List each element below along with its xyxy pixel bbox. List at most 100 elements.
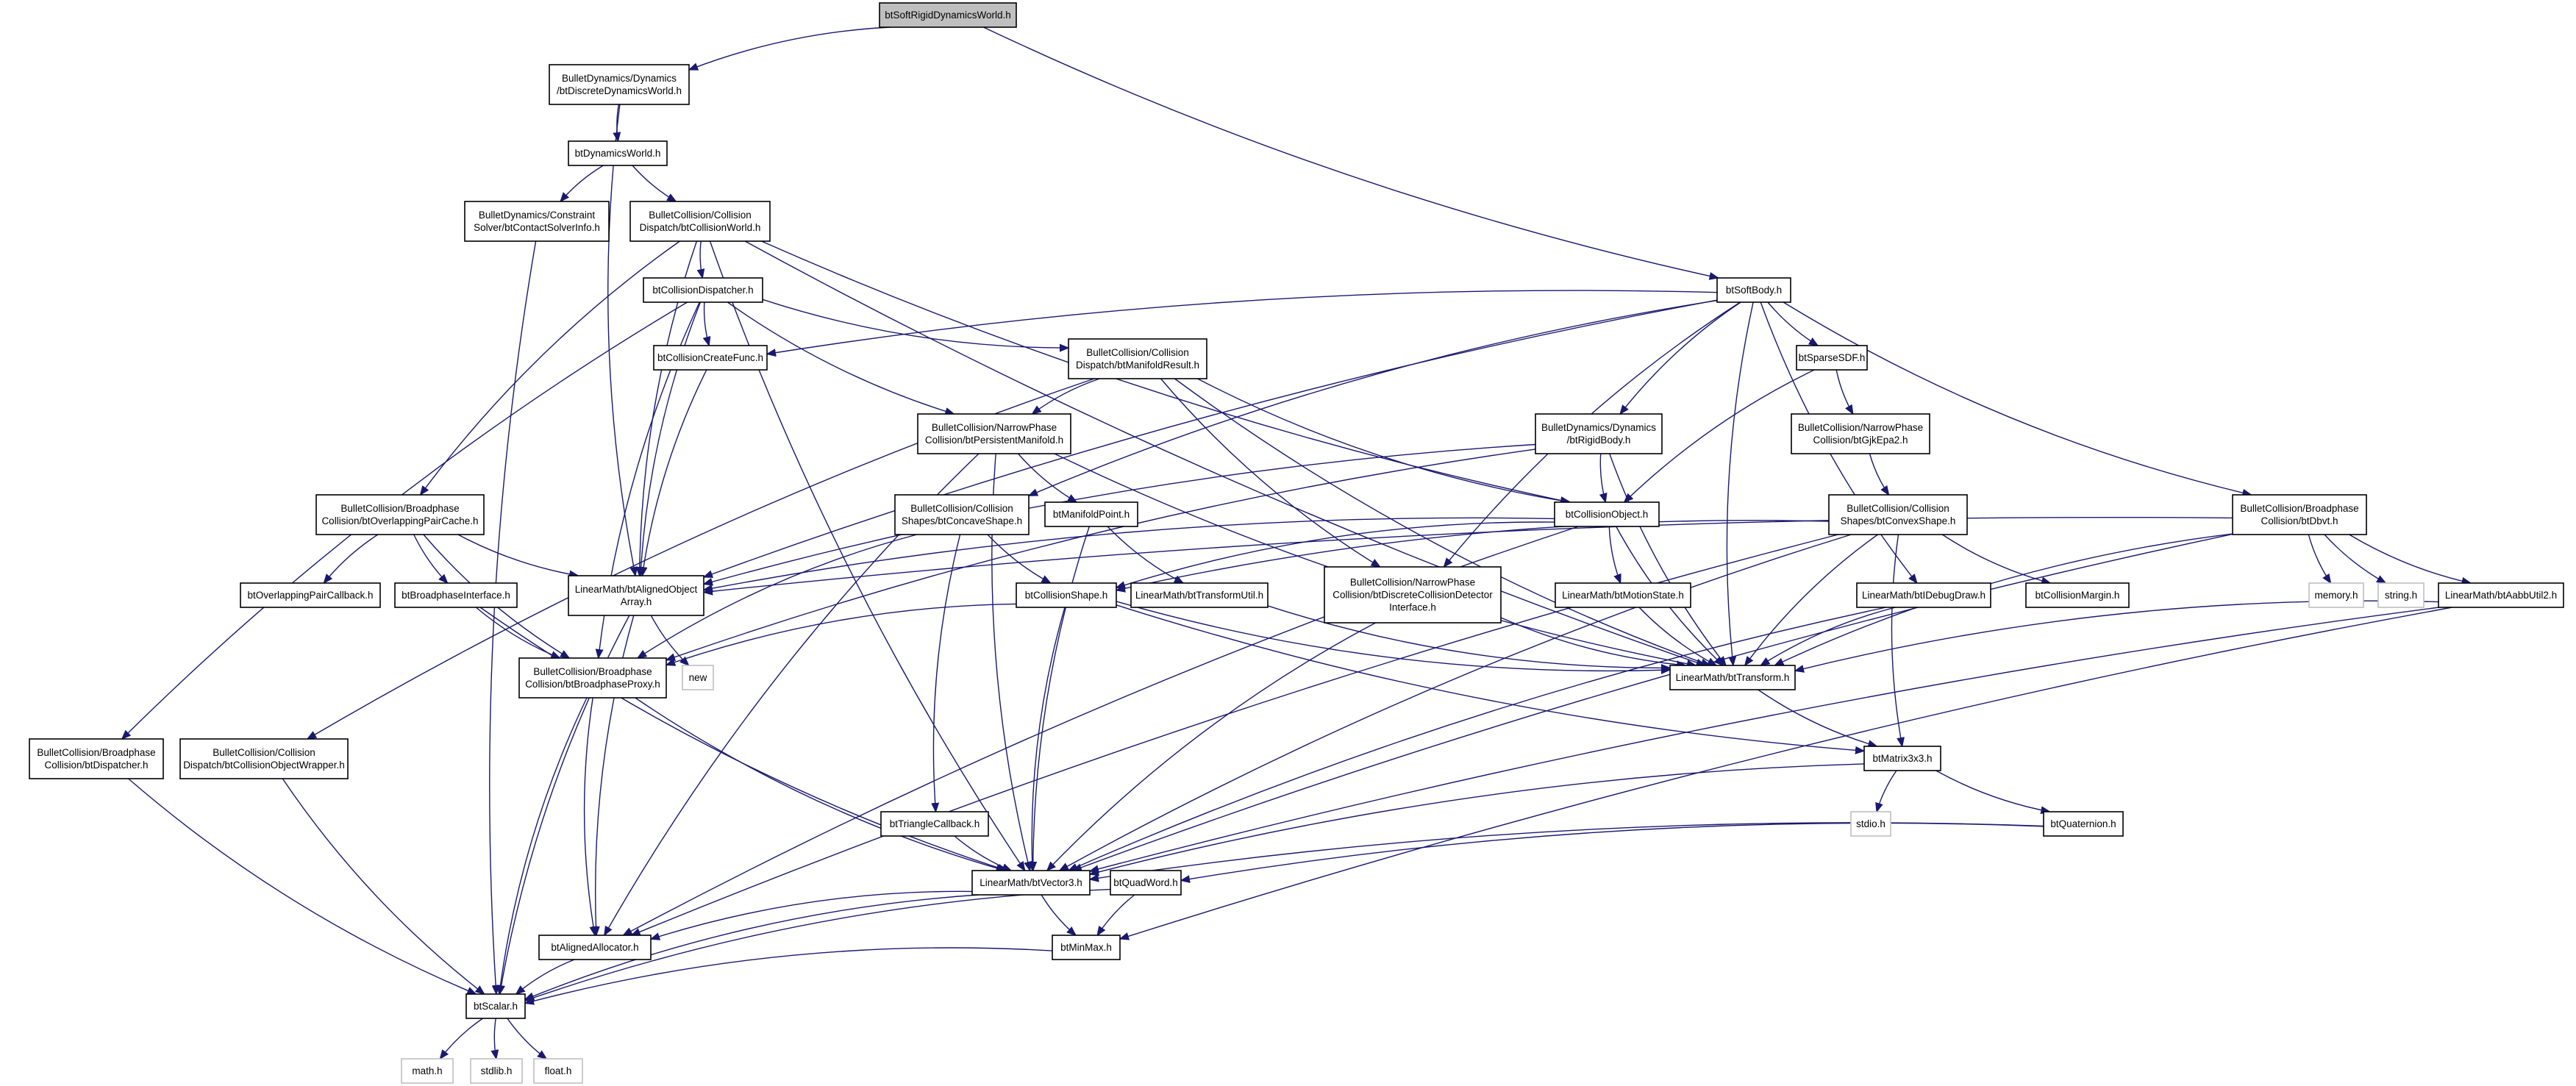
- header-nodes: btSoftRigidDynamicsWorld.hBulletDynamics…: [29, 2, 2564, 1084]
- node-box: [568, 140, 668, 166]
- node-box: [1555, 582, 1691, 608]
- node-discrete[interactable]: BulletDynamics/Dynamics/btDiscreteDynami…: [549, 64, 690, 105]
- edge-dbvt-to-memory: [2308, 534, 2330, 583]
- node-label: btQuadWord.h: [1113, 877, 1178, 888]
- node-string[interactable]: string.h: [2377, 582, 2425, 608]
- node-dynworld[interactable]: btDynamicsWorld.h: [568, 140, 668, 166]
- node-collisionshape[interactable]: btCollisionShape.h: [1016, 582, 1117, 608]
- node-discretecollisiondetector[interactable]: BulletCollision/NarrowPhaseCollision/btD…: [1324, 566, 1502, 624]
- node-gjkepa2[interactable]: BulletCollision/NarrowPhaseCollision/btG…: [1791, 413, 1930, 454]
- edge-softrigid-to-discrete: [689, 26, 891, 70]
- dependency-edges: [122, 26, 2471, 1059]
- node-label: BulletCollision/Broadphase: [37, 747, 155, 758]
- node-vector3[interactable]: LinearMath/btVector3.h: [971, 870, 1091, 896]
- node-manifoldresult[interactable]: BulletCollision/CollisionDispatch/btMani…: [1068, 338, 1207, 379]
- node-box: [2025, 582, 2130, 608]
- node-quaternion[interactable]: btQuaternion.h: [2043, 811, 2124, 837]
- node-box: [240, 582, 381, 608]
- node-idebugdraw[interactable]: LinearMath/btIDebugDraw.h: [1856, 582, 1991, 608]
- node-label: btMinMax.h: [1060, 942, 1112, 953]
- node-label: btScalar.h: [474, 1001, 518, 1012]
- node-dispatcher[interactable]: BulletCollision/BroadphaseCollision/btDi…: [29, 738, 164, 779]
- node-box: [879, 2, 1017, 28]
- node-transform[interactable]: LinearMath/btTransform.h: [1669, 665, 1796, 690]
- node-label: stdlib.h: [481, 1065, 513, 1076]
- node-float[interactable]: float.h: [533, 1058, 583, 1084]
- edge-broadphaseproxy-to-alignedallocator: [583, 697, 595, 935]
- node-new[interactable]: new: [682, 665, 714, 690]
- node-math[interactable]: math.h: [401, 1058, 454, 1084]
- edge-quaternion-to-vector3: [1090, 822, 2044, 879]
- edge-colldispatcher-to-alignedobjectarray: [641, 301, 702, 576]
- node-box: [1110, 870, 1182, 896]
- node-contactsolver[interactable]: BulletDynamics/ConstraintSolver/btContac…: [464, 201, 610, 242]
- node-trianglecallback[interactable]: btTriangleCallback.h: [880, 811, 989, 837]
- node-alignedallocator[interactable]: btAlignedAllocator.h: [538, 935, 652, 960]
- node-collisionmargin[interactable]: btCollisionMargin.h: [2025, 582, 2130, 608]
- node-box: [2377, 582, 2425, 608]
- node-collisionobject[interactable]: btCollisionObject.h: [1554, 501, 1660, 527]
- node-box: [2232, 494, 2367, 535]
- node-colldispatcher[interactable]: btCollisionDispatcher.h: [643, 277, 763, 303]
- node-manifoldpoint[interactable]: btManifoldPoint.h: [1044, 501, 1138, 527]
- node-quadword[interactable]: btQuadWord.h: [1110, 870, 1182, 896]
- node-stdio[interactable]: stdio.h: [1850, 811, 1891, 837]
- edge-overlappingpaircache-to-broadphaseinterface: [413, 534, 448, 583]
- node-stdlib[interactable]: stdlib.h: [470, 1058, 523, 1084]
- edge-broadphaseproxy-to-vector3: [635, 697, 1005, 871]
- node-broadphaseinterface[interactable]: btBroadphaseInterface.h: [394, 582, 518, 608]
- edge-alignedallocator-to-scalar: [516, 959, 575, 994]
- node-box: [1669, 665, 1796, 690]
- node-label: LinearMath/btTransform.h: [1676, 672, 1790, 683]
- node-transformutil[interactable]: LinearMath/btTransformUtil.h: [1130, 582, 1269, 608]
- node-label: Collision/btDiscreteCollisionDetector: [1332, 590, 1493, 601]
- node-collworld[interactable]: BulletCollision/CollisionDispatch/btColl…: [629, 201, 771, 242]
- node-sparsesdf[interactable]: btSparseSDF.h: [1796, 345, 1868, 371]
- node-scalar[interactable]: btScalar.h: [465, 993, 526, 1019]
- node-broadphaseproxy[interactable]: BulletCollision/BroadphaseCollision/btBr…: [518, 657, 667, 699]
- node-label: Dispatch/btCollisionObjectWrapper.h: [183, 760, 345, 771]
- edge-transformutil-to-transform: [1267, 605, 1670, 668]
- node-box: [1554, 501, 1660, 527]
- node-label: LinearMath/btTransformUtil.h: [1135, 590, 1263, 601]
- edge-collisionshape-to-matrix3x3: [1116, 604, 1864, 751]
- edge-discrete-to-alignedobjectarray: [607, 104, 635, 576]
- node-rigidbody[interactable]: BulletDynamics/Dynamics/btRigidBody.h: [1535, 413, 1663, 454]
- node-persistentmanifold[interactable]: BulletCollision/NarrowPhaseCollision/btP…: [917, 413, 1071, 454]
- node-overlappingpaircache[interactable]: BulletCollision/BroadphaseCollision/btOv…: [315, 494, 485, 535]
- node-convexshape[interactable]: BulletCollision/CollisionShapes/btConvex…: [1828, 494, 1968, 535]
- edge-manifoldresult-to-collisionobject: [1197, 378, 1570, 502]
- node-label: BulletCollision/Collision: [1847, 503, 1949, 514]
- node-concaveshape[interactable]: BulletCollision/CollisionShapes/btConcav…: [894, 494, 1030, 535]
- edge-aabbutil2-to-vector3: [1090, 607, 2439, 871]
- edge-matrix3x3-to-quaternion: [1935, 770, 2050, 812]
- edge-persistentmanifold-to-manifoldpoint: [1017, 453, 1077, 502]
- node-box: [2043, 811, 2124, 837]
- node-aabbutil2[interactable]: LinearMath/btAabbUtil2.h: [2438, 582, 2564, 608]
- node-motionstate[interactable]: LinearMath/btMotionState.h: [1555, 582, 1691, 608]
- node-softrigid[interactable]: btSoftRigidDynamicsWorld.h: [879, 2, 1017, 28]
- node-box: [1535, 413, 1663, 454]
- node-label: btMatrix3x3.h: [1872, 753, 1932, 764]
- node-softbody[interactable]: btSoftBody.h: [1716, 277, 1791, 303]
- edge-sparsesdf-to-collisionobject: [1624, 369, 1815, 502]
- node-label: math.h: [412, 1065, 442, 1076]
- node-collcreatefunc[interactable]: btCollisionCreateFunc.h: [653, 345, 768, 371]
- edge-vector3-to-scalar: [525, 894, 979, 1000]
- node-label: float.h: [545, 1065, 572, 1076]
- node-box: [653, 345, 768, 371]
- edge-manifoldresult-to-persistentmanifold: [1032, 378, 1100, 414]
- node-box: [518, 657, 667, 699]
- edge-collisionobject-to-collisionshape: [1116, 521, 1555, 587]
- node-matrix3x3[interactable]: btMatrix3x3.h: [1863, 746, 1941, 771]
- node-overlappingpaircallback[interactable]: btOverlappingPairCallback.h: [240, 582, 381, 608]
- node-label: BulletCollision/NarrowPhase: [932, 422, 1057, 433]
- node-dbvt[interactable]: BulletCollision/BroadphaseCollision/btDb…: [2232, 494, 2367, 535]
- node-label: new: [689, 672, 707, 683]
- node-minmax[interactable]: btMinMax.h: [1052, 935, 1121, 960]
- node-collisionobjectwrapper[interactable]: BulletCollision/CollisionDispatch/btColl…: [179, 738, 349, 779]
- edge-motionstate-to-transform: [1638, 607, 1716, 665]
- node-memory[interactable]: memory.h: [2308, 582, 2364, 608]
